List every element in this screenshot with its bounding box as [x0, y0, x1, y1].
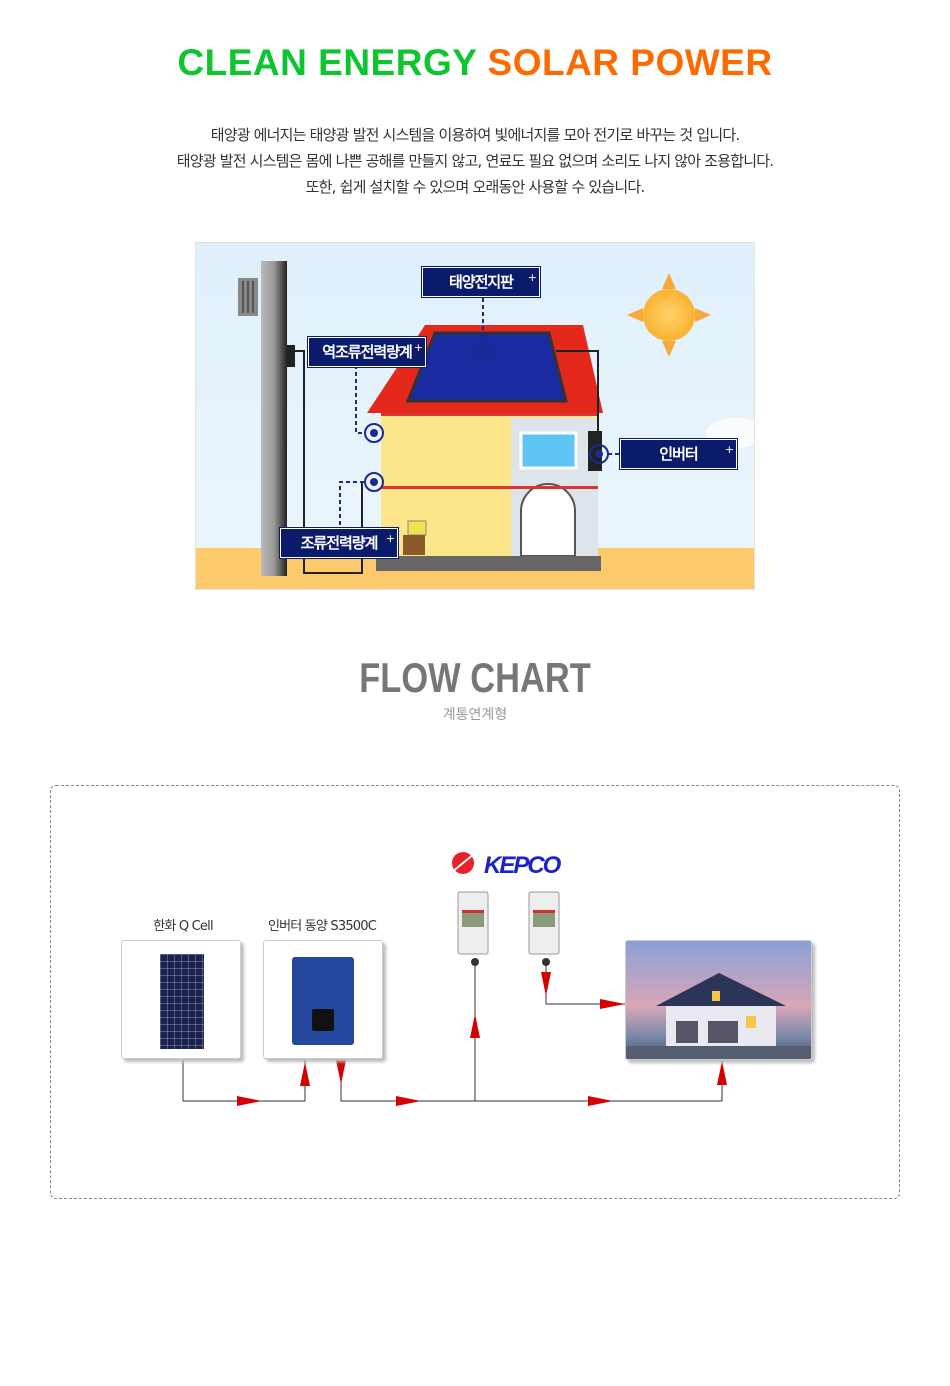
label-reverse-meter[interactable]: 역조류전력량계+	[308, 337, 426, 367]
plus-icon: +	[527, 271, 537, 284]
intro-line: 태양광 에너지는 태양광 발전 시스템을 이용하여 빛에너지를 모아 전기로 바…	[210, 126, 740, 144]
plus-icon: +	[385, 532, 395, 545]
arrow-right-icon	[588, 1096, 613, 1106]
kepco-logo: KEPCO	[451, 852, 564, 879]
solar-system-illustration: 태양전지판+ 역조류전력량계+ 인버터+ 조류전력량계+	[195, 242, 755, 590]
solar-panel-image	[160, 954, 204, 1049]
power-meter-2	[528, 891, 560, 955]
page-title: CLEAN ENERGY SOLAR POWER	[177, 42, 773, 83]
intro-line: 또한, 쉽게 설치할 수 있으며 오래동안 사용할 수 있습니다.	[305, 178, 645, 196]
inverter-card	[263, 940, 383, 1059]
arrow-down-icon	[336, 1060, 346, 1084]
plus-icon: +	[724, 443, 734, 456]
flow-chart-title: FLOW CHART	[359, 654, 591, 701]
panel-caption: 한화 Q Cell	[153, 919, 213, 934]
arrow-up-icon	[470, 1014, 480, 1038]
arrow-up-icon	[717, 1061, 727, 1085]
label-forward-meter[interactable]: 조류전력량계+	[280, 528, 398, 558]
house-photo	[625, 940, 812, 1060]
flow-chart-subtitle: 계통연계형	[442, 707, 508, 723]
label-inverter[interactable]: 인버터+	[620, 439, 737, 469]
flow-chart-box	[50, 785, 900, 1199]
arrow-right-icon	[600, 999, 625, 1009]
power-meter-1	[457, 891, 489, 955]
plus-icon: +	[413, 341, 423, 354]
inverter-caption: 인버터 동양 S3500C	[267, 919, 377, 934]
arrow-down-icon	[541, 972, 551, 996]
intro-line: 태양광 발전 시스템은 몸에 나쁜 공해를 만들지 않고, 연료도 필요 없으며…	[176, 152, 774, 170]
label-solar-panel[interactable]: 태양전지판+	[422, 267, 540, 297]
svg-text:KEPCO: KEPCO	[484, 852, 562, 879]
arrow-right-icon	[396, 1096, 421, 1106]
house-icon	[626, 973, 811, 1059]
arrow-up-icon	[300, 1062, 310, 1086]
flow-arrows	[237, 972, 727, 1106]
intro-text: 태양광 에너지는 태양광 발전 시스템을 이용하여 빛에너지를 모아 전기로 바…	[0, 122, 950, 200]
inverter-image	[292, 957, 354, 1045]
arrow-right-icon	[237, 1096, 262, 1106]
house-illustration	[196, 261, 754, 589]
solar-panel-card	[121, 940, 241, 1059]
